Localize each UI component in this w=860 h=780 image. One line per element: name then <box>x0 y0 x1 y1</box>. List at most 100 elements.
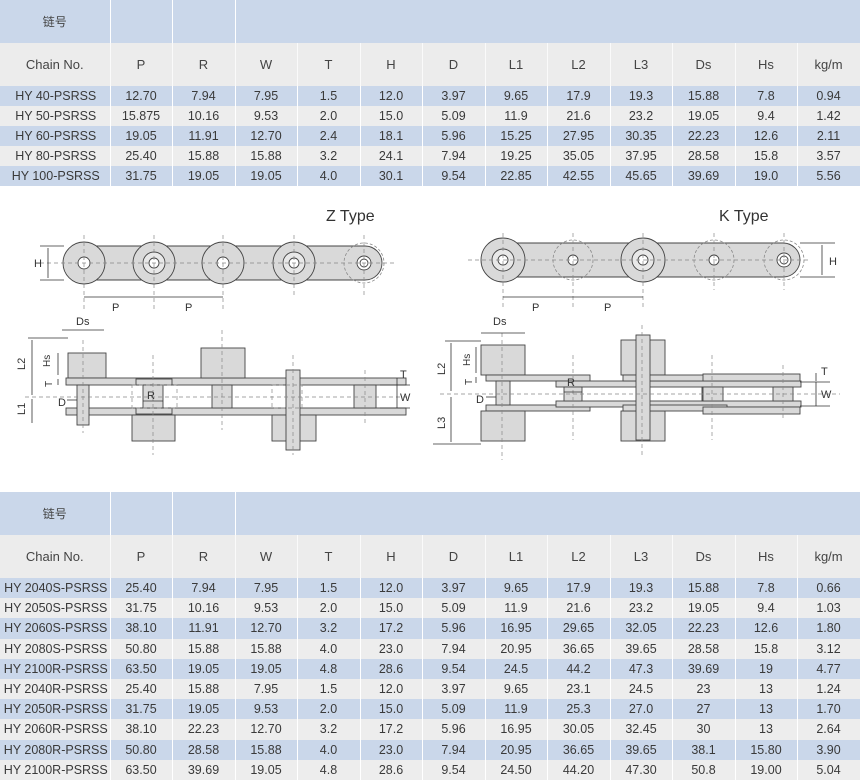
value-cell: 38.1 <box>672 739 736 760</box>
col-header: Ds <box>672 43 736 86</box>
value-cell: 3.97 <box>422 578 486 599</box>
value-cell: 3.2 <box>297 719 361 740</box>
value-cell: 3.57 <box>797 146 860 166</box>
value-cell: 15.88 <box>235 638 298 659</box>
chain-number-cell: HY 2040S-PSRSS <box>0 578 111 599</box>
value-cell: 24.50 <box>485 759 548 780</box>
value-cell: 28.6 <box>360 658 423 679</box>
value-cell: 13 <box>735 678 798 700</box>
chain-number-cell: HY 2050S-PSRSS <box>0 598 111 619</box>
value-cell: 32.05 <box>610 618 673 639</box>
svg-text:D: D <box>476 394 484 406</box>
value-cell: 44.20 <box>547 759 611 780</box>
chain-number-cell: HY 2080R-PSRSS <box>0 739 111 760</box>
svg-text:L3: L3 <box>436 417 448 429</box>
svg-text:H: H <box>829 256 837 268</box>
value-cell: 37.95 <box>610 146 673 166</box>
col-header: Ds <box>672 535 736 578</box>
value-cell: 15.8 <box>735 146 798 166</box>
value-cell: 5.09 <box>422 106 486 126</box>
value-cell: 19.05 <box>172 166 236 186</box>
value-cell: 15.88 <box>235 146 298 166</box>
value-cell: 5.96 <box>422 618 486 639</box>
value-cell: 19.05 <box>235 759 298 780</box>
value-cell: 38.10 <box>110 719 173 740</box>
value-cell: 3.12 <box>797 638 860 659</box>
value-cell: 15.0 <box>360 106 423 126</box>
col-header: H <box>360 535 423 578</box>
col-header: H <box>360 43 423 86</box>
value-cell: 47.3 <box>610 658 673 679</box>
svg-text:R: R <box>147 390 155 402</box>
value-cell: 24.1 <box>360 146 423 166</box>
value-cell: 15.0 <box>360 699 423 720</box>
col-header: L3 <box>610 535 673 578</box>
col-header: Hs <box>735 535 798 578</box>
value-cell: 50.80 <box>110 739 173 760</box>
value-cell: 7.8 <box>735 578 798 599</box>
value-cell: 44.2 <box>547 658 611 679</box>
value-cell: 28.58 <box>172 739 236 760</box>
value-cell: 10.16 <box>172 598 236 619</box>
value-cell: 15.88 <box>172 678 236 700</box>
value-cell: 39.69 <box>672 658 736 679</box>
value-cell: 45.65 <box>610 166 673 186</box>
chain-number-cell: HY 2080S-PSRSS <box>0 638 111 659</box>
value-cell: 29.65 <box>547 618 611 639</box>
value-cell: 16.95 <box>485 719 548 740</box>
value-cell: 20.95 <box>485 638 548 659</box>
table-header-row: Chain No. P R W T H D L1 L2 L3 Ds Hs kg/… <box>0 535 860 578</box>
value-cell: 15.0 <box>360 598 423 619</box>
value-cell: 15.80 <box>735 739 798 760</box>
value-cell: 22.85 <box>485 166 548 186</box>
value-cell: 9.4 <box>735 106 798 126</box>
value-cell: 7.94 <box>172 578 236 599</box>
value-cell: 19.0 <box>735 166 798 186</box>
value-cell: 12.70 <box>110 86 173 106</box>
svg-text:P: P <box>604 302 611 314</box>
svg-text:R: R <box>567 377 575 389</box>
value-cell: 28.6 <box>360 759 423 780</box>
svg-text:W: W <box>400 392 411 404</box>
value-cell: 2.0 <box>297 699 361 720</box>
col-header: P <box>110 43 173 86</box>
value-cell: 39.69 <box>672 166 736 186</box>
value-cell: 2.4 <box>297 126 361 146</box>
value-cell: 15.88 <box>235 739 298 760</box>
svg-text:P: P <box>112 302 119 314</box>
value-cell: 12.70 <box>235 719 298 740</box>
col-header: W <box>235 535 298 578</box>
value-cell: 19.05 <box>110 126 173 146</box>
col-header: R <box>172 535 236 578</box>
value-cell: 2.0 <box>297 598 361 619</box>
svg-text:L1: L1 <box>16 403 28 415</box>
col-header: Chain No. <box>0 535 111 578</box>
value-cell: 3.97 <box>422 86 486 106</box>
value-cell: 7.94 <box>172 86 236 106</box>
value-cell: 25.40 <box>110 678 173 700</box>
band-label: 链号 <box>0 0 111 43</box>
value-cell: 15.88 <box>672 578 736 599</box>
band-label: 链号 <box>0 492 111 535</box>
svg-text:T: T <box>400 369 407 381</box>
col-header: kg/m <box>797 535 860 578</box>
value-cell: 9.4 <box>735 598 798 619</box>
value-cell: 39.65 <box>610 739 673 760</box>
value-cell: 36.65 <box>547 638 611 659</box>
chain-number-cell: HY 2040R-PSRSS <box>0 678 111 700</box>
value-cell: 39.69 <box>172 759 236 780</box>
value-cell: 11.9 <box>485 699 548 720</box>
value-cell: 19.3 <box>610 86 673 106</box>
value-cell: 21.6 <box>547 598 611 619</box>
value-cell: 31.75 <box>110 598 173 619</box>
value-cell: 22.23 <box>672 126 736 146</box>
chain-number-cell: HY 80-PSRSS <box>0 146 111 166</box>
